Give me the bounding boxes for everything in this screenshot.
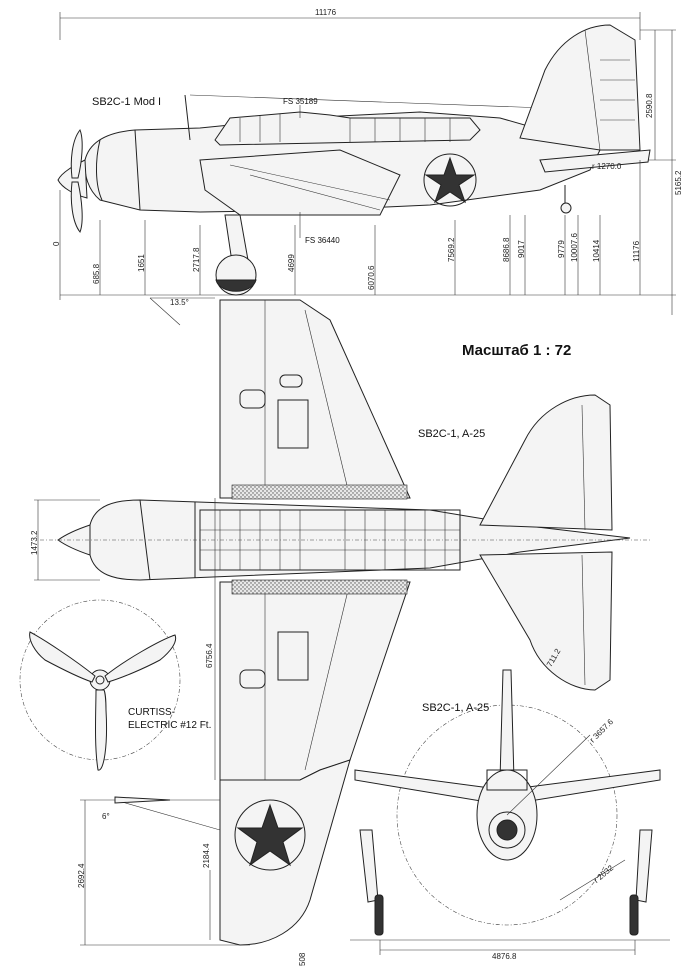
dim-angle-13-5: 13.5° bbox=[170, 298, 189, 307]
dim-tail-radius: r 1270.0 bbox=[592, 162, 622, 171]
dim-1651: 1651 bbox=[137, 254, 146, 272]
dim-2717-8: 2717.8 bbox=[192, 247, 201, 272]
propeller-label-line2: ELECTRIC #12 Ft. bbox=[128, 720, 212, 731]
dim-2184-4: 2184.4 bbox=[202, 843, 211, 868]
dim-11176: 11176 bbox=[632, 240, 641, 262]
dim-track-4876-8: 4876.8 bbox=[492, 952, 517, 961]
propeller-label-line1: CURTISS- bbox=[128, 707, 176, 718]
top-wing-upper bbox=[219, 299, 411, 499]
dim-7569-2: 7569.2 bbox=[447, 237, 456, 262]
bottom-wing-view bbox=[80, 759, 351, 946]
dim-508: 508 bbox=[298, 952, 307, 966]
dim-overall-height: 5165.2 bbox=[674, 170, 683, 195]
front-right-wheel bbox=[629, 894, 639, 936]
top-view bbox=[34, 299, 650, 781]
top-stabilizer-lower bbox=[479, 551, 613, 691]
top-view-title: SB2C-1, A-25 bbox=[418, 428, 486, 440]
dim-width-1473-2: 1473.2 bbox=[30, 530, 39, 555]
side-wing bbox=[199, 149, 401, 216]
dim-angle-6: 6° bbox=[102, 812, 110, 821]
scale-label: Масштаб 1 : 72 bbox=[462, 342, 572, 359]
dim-datum: 0 bbox=[52, 241, 61, 246]
dim-6070-6: 6070.6 bbox=[367, 265, 376, 290]
side-canopy bbox=[214, 111, 481, 146]
side-view bbox=[57, 12, 676, 326]
front-view bbox=[350, 669, 670, 955]
front-left-wheel bbox=[374, 894, 384, 936]
propeller-view bbox=[19, 599, 181, 771]
top-wing-lower bbox=[219, 581, 411, 781]
bottom-star-insignia bbox=[234, 799, 306, 871]
dim-685-8: 685.8 bbox=[92, 263, 101, 284]
dim-9779: 9779 bbox=[557, 240, 566, 258]
dim-4699: 4699 bbox=[287, 254, 296, 272]
front-fin bbox=[499, 669, 515, 781]
dim-9017: 9017 bbox=[517, 240, 526, 258]
side-view-title: SB2C-1 Mod I bbox=[92, 96, 162, 108]
dim-8686-8: 8686.8 bbox=[502, 237, 511, 262]
side-star-insignia bbox=[423, 153, 477, 207]
front-view-title: SB2C-1, A-25 bbox=[422, 702, 490, 714]
dim-wing-6756-4: 6756.4 bbox=[205, 643, 214, 668]
top-fuselage bbox=[89, 499, 631, 581]
fs-label-2: FS 36440 bbox=[305, 236, 340, 245]
top-stabilizer-upper bbox=[479, 394, 613, 531]
dim-length-top: 11176 bbox=[315, 8, 337, 17]
dim-10007-6: 10007.6 bbox=[570, 233, 579, 262]
dim-2692-4: 2692.4 bbox=[77, 863, 86, 888]
dim-tail-height: 2590.8 bbox=[645, 93, 654, 118]
dim-10414: 10414 bbox=[592, 239, 601, 262]
side-tail-fin bbox=[519, 24, 641, 151]
fs-label-1: FS 35189 bbox=[283, 97, 318, 106]
